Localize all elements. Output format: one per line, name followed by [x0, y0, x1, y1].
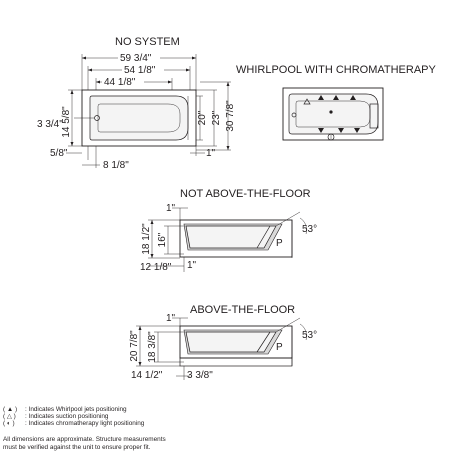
whirlpool-jet-icon: ( ▲ ): [3, 406, 18, 413]
suction-icon: [303, 98, 311, 105]
jet-icon: [338, 128, 344, 133]
dim-basin-width: 20": [197, 110, 208, 125]
side-view-above: ABOVE-THE-FLOOR P 1" 20 7/8" 18 3/8" 14 …: [129, 304, 317, 381]
suction-outline-icon: ( △ ): [3, 413, 16, 421]
dim-top-lip-not-above: 1": [166, 203, 176, 214]
not-above-title: NOT ABOVE-THE-FLOOR: [180, 188, 311, 200]
dim-width-inner: 23": [211, 110, 222, 125]
drain-icon: [94, 115, 100, 121]
jet-icon: [318, 128, 324, 133]
label-p-not-above: P: [276, 238, 283, 249]
dim-angle-not-above: 53°: [302, 224, 317, 235]
legend-text-chromatherapy: : Indicates chromatherapy light position…: [25, 420, 145, 428]
dim-bottom-offset: 8 1/8": [103, 160, 129, 171]
whirlpool-view: WHIRLPOOL WITH CHROMATHERAPY: [236, 64, 437, 141]
disclaimer-note: All dimensions are approximate. Structur…: [3, 436, 166, 452]
above-title: ABOVE-THE-FLOOR: [190, 304, 295, 316]
dim-depth-above: 18 3/8": [147, 331, 158, 363]
tub-basin-top: [89, 95, 189, 141]
dim-height-above: 20 7/8": [129, 330, 140, 362]
jet-icon: [333, 95, 339, 100]
dim-bottom-length: 44 1/8": [104, 77, 136, 88]
jet-icon: [354, 128, 360, 133]
label-p-above: P: [276, 342, 283, 353]
dim-apron: 1": [206, 148, 216, 159]
dim-floor-lip-not-above: 1": [187, 260, 197, 271]
dim-drain-setback-above: 14 1/2": [131, 370, 163, 381]
dim-basin-length: 54 1/8": [124, 65, 156, 76]
dim-raise-above: 3 3/8": [187, 370, 213, 381]
dim-top-lip-above: 1": [166, 313, 176, 324]
top-view-title: NO SYSTEM: [115, 36, 180, 48]
jet-icon: [350, 95, 356, 100]
chromatherapy-symbol-icon: ( ◐ ): [3, 420, 15, 428]
dim-overall-length: 59 3/4": [120, 53, 152, 64]
legend-item-jets: ( ▲ ) : Indicates Whirlpool jets positio…: [3, 406, 144, 413]
dim-drain-offset: 3 3/4": [37, 119, 63, 130]
side-view-not-above: NOT ABOVE-THE-FLOOR P 1" 18 1/2" 16" 12 …: [140, 188, 317, 273]
legend-item-chromatherapy: ( ◐ ) : Indicates chromatherapy light po…: [3, 420, 144, 427]
dim-drain-setback-not-above: 12 1/8": [140, 262, 172, 273]
dim-angle-above: 53°: [302, 330, 317, 341]
legend: ( ▲ ) : Indicates Whirlpool jets positio…: [3, 406, 144, 428]
dim-overall-width: 30 7/8": [225, 100, 236, 132]
top-view-no-system: NO SYSTEM 59 3/4" 54 1/8" 44 1/8": [37, 36, 236, 171]
disclaimer-line-2: must be verified against the unit to ens…: [3, 444, 151, 451]
whirlpool-title: WHIRLPOOL WITH CHROMATHERAPY: [236, 64, 437, 76]
dim-rim-offset: 5/8": [50, 148, 68, 159]
dim-depth-not-above: 16": [157, 232, 168, 247]
dim-overall-depth: 14 5/8": [61, 106, 72, 138]
jet-icon: [318, 95, 324, 100]
legend-text-jets: : Indicates Whirlpool jets positioning: [25, 406, 127, 413]
legend-item-suction: ( △ ) : Indicates suction positioning: [3, 413, 144, 420]
dim-height-not-above: 18 1/2": [141, 223, 152, 255]
disclaimer-line-1: All dimensions are approximate. Structur…: [3, 436, 166, 443]
legend-text-suction: : Indicates suction positioning: [25, 413, 109, 421]
